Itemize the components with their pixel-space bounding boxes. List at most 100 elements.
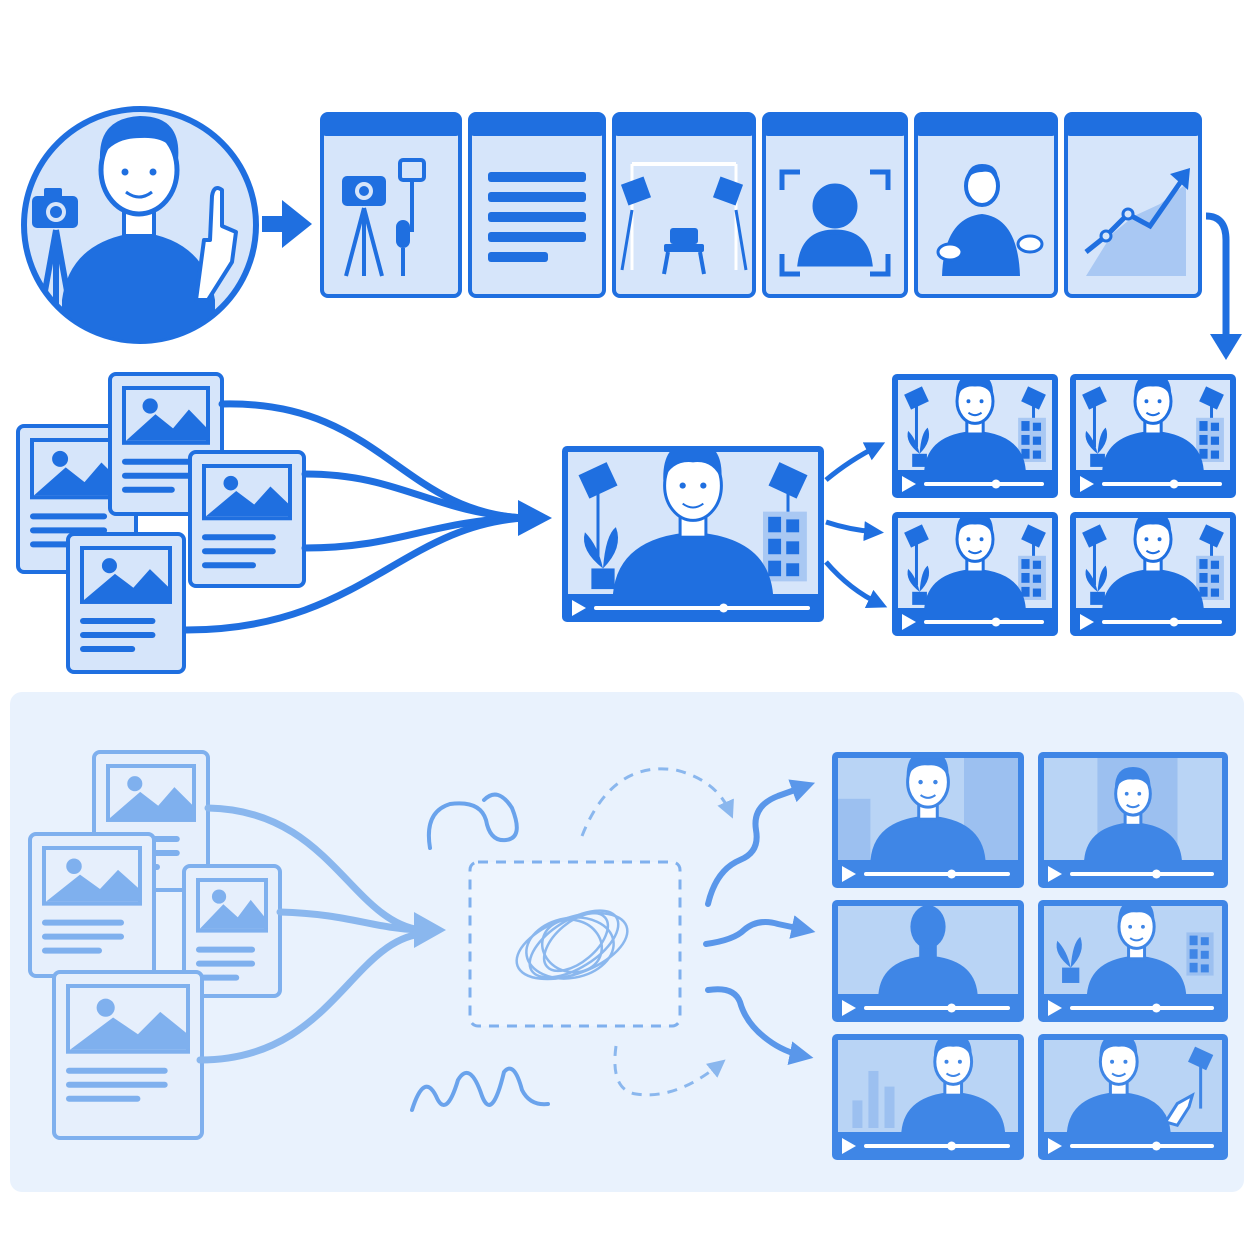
figure-head bbox=[1117, 906, 1156, 950]
camera-tripod-light-mic-icon bbox=[342, 158, 426, 277]
figure-hair bbox=[956, 518, 994, 536]
article-text-line bbox=[30, 513, 108, 520]
article-text-line bbox=[66, 1095, 141, 1102]
merge-arrow-head bbox=[518, 500, 552, 536]
figure-eye bbox=[1128, 924, 1133, 929]
merge-arrow-head-chaotic bbox=[414, 912, 446, 948]
article-image-icon bbox=[122, 386, 210, 445]
figure-smile bbox=[1145, 549, 1161, 555]
presenter-figure bbox=[612, 452, 774, 594]
figure-hair bbox=[933, 1040, 972, 1059]
figure-smile bbox=[1145, 411, 1161, 417]
play-icon bbox=[1048, 866, 1062, 882]
shelf-item bbox=[1189, 949, 1198, 959]
play-icon bbox=[842, 1138, 856, 1154]
figure-smile bbox=[682, 502, 704, 509]
video-scene bbox=[838, 758, 1018, 860]
figure-torso bbox=[612, 532, 774, 594]
progress-track bbox=[1102, 482, 1222, 486]
studio-light-icon bbox=[1188, 1046, 1214, 1109]
figure-eye bbox=[1157, 537, 1162, 542]
article-text-line bbox=[42, 947, 102, 954]
figure-hair bbox=[1134, 518, 1172, 536]
progress-track bbox=[1070, 872, 1214, 876]
merge-arrows-chaotic bbox=[196, 804, 424, 1064]
script-lines-icon bbox=[488, 172, 586, 262]
figure-smile bbox=[919, 794, 937, 799]
progress-knob bbox=[947, 869, 957, 879]
article-text-line bbox=[122, 472, 195, 479]
progress-track bbox=[1102, 620, 1222, 624]
video-thumbnail bbox=[832, 1034, 1024, 1160]
plant-icon bbox=[907, 565, 930, 605]
presenter-figure bbox=[901, 1040, 1006, 1132]
plant-icon bbox=[583, 527, 619, 590]
progress-track bbox=[924, 620, 1044, 624]
figure-head bbox=[955, 518, 995, 563]
plant-icon bbox=[1056, 936, 1082, 983]
gesturing-presenter-icon bbox=[936, 164, 1044, 276]
article-image-icon bbox=[106, 764, 196, 822]
figure-eye bbox=[966, 399, 971, 404]
shelf-icon bbox=[1018, 555, 1046, 600]
progress-knob bbox=[719, 603, 729, 613]
image-mountains bbox=[84, 569, 168, 600]
video-scene bbox=[1082, 518, 1224, 608]
image-mountains bbox=[70, 1011, 186, 1050]
studio-light-icon bbox=[904, 386, 929, 448]
article-image-icon bbox=[80, 546, 172, 604]
play-icon bbox=[572, 600, 586, 616]
figure-torso bbox=[1102, 430, 1204, 470]
image-mountains bbox=[126, 409, 206, 441]
article-text-line bbox=[122, 486, 175, 493]
figure-hair bbox=[1114, 766, 1151, 791]
dashed-arrows bbox=[580, 767, 734, 1097]
article-text-line bbox=[80, 617, 156, 624]
shelf-icon bbox=[1186, 932, 1214, 976]
shelf-item bbox=[1210, 422, 1220, 431]
pointing-hand bbox=[1163, 1092, 1195, 1128]
bar-chart-bar bbox=[884, 1086, 895, 1128]
figure-torso bbox=[901, 1091, 1006, 1132]
shelf-item bbox=[786, 563, 800, 577]
arrow-to-steps bbox=[262, 200, 312, 248]
figure-hair bbox=[1099, 1040, 1138, 1059]
plant-pot bbox=[1090, 591, 1105, 605]
plant-pot bbox=[1062, 967, 1080, 983]
video-scene bbox=[1082, 380, 1224, 470]
backdrop-panel bbox=[838, 798, 871, 860]
plant-pot bbox=[912, 453, 927, 467]
video-thumbnail bbox=[1070, 374, 1236, 498]
article-text-line bbox=[202, 548, 276, 555]
figure-hair bbox=[956, 380, 994, 398]
image-mountains bbox=[46, 869, 138, 902]
figure-torso bbox=[1084, 822, 1182, 860]
merge-arrows-structured bbox=[182, 400, 528, 634]
light-head bbox=[1188, 1046, 1214, 1071]
progress-knob bbox=[947, 1141, 957, 1151]
video-thumbnail bbox=[892, 374, 1058, 498]
shelf-item bbox=[1189, 935, 1198, 946]
figure-torso bbox=[924, 568, 1026, 608]
figure-torso bbox=[1066, 1091, 1171, 1132]
video-thumbnail bbox=[1038, 900, 1228, 1022]
progress-knob bbox=[1151, 1003, 1161, 1013]
silhouette-figure bbox=[878, 906, 978, 994]
article-text-line bbox=[80, 645, 136, 652]
shelf-icon bbox=[1196, 417, 1224, 462]
figure-smile bbox=[1129, 937, 1144, 942]
progress-knob bbox=[947, 1003, 957, 1013]
figure-eye bbox=[966, 537, 971, 542]
figure-hair bbox=[1118, 906, 1155, 924]
image-sun bbox=[127, 776, 143, 792]
article-text-line bbox=[202, 534, 276, 541]
presenter-figure bbox=[1084, 766, 1182, 860]
content-stack-chaotic bbox=[28, 750, 282, 1140]
plant-pot bbox=[912, 591, 927, 605]
step-card-studio bbox=[612, 112, 756, 298]
figure-head bbox=[663, 452, 723, 522]
video-scene bbox=[878, 906, 978, 994]
plant-icon bbox=[1085, 565, 1108, 605]
shelf-item bbox=[786, 541, 800, 555]
image-sun bbox=[223, 475, 239, 491]
